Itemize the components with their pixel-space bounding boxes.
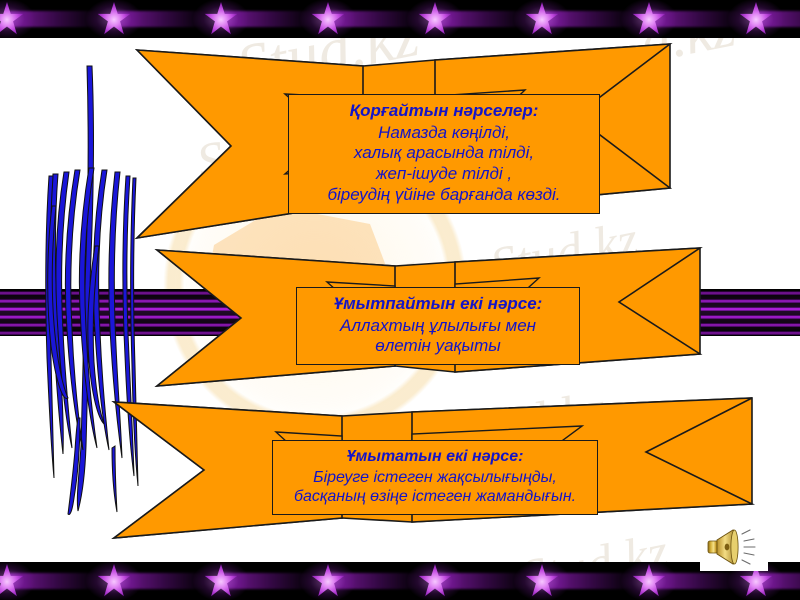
banner-text-block: Ұмытпайтын екі нәрсе: Аллахтың ұлылығы м… [296, 287, 580, 366]
banner-line: өлетін уақыты [375, 336, 501, 356]
banner-text-block: Ұмытатын екі нәрсе: Біреуге істеген жақс… [272, 440, 598, 515]
speaker-icon-container[interactable] [700, 523, 768, 571]
banner-line: халық арасында тілді, [353, 143, 535, 163]
banner-line: біреудің үйіне барғанда көзді. [327, 184, 561, 204]
banner-line: басқаның өзіңе істеген жамандығын. [293, 488, 577, 506]
banner-headline: Ұмытатын екі нәрсе: [346, 448, 524, 465]
speaker-icon[interactable] [706, 527, 762, 567]
banner-line: жеп-ішуде тілді , [375, 164, 513, 184]
blue-scribble-decoration [45, 65, 139, 515]
banner-text-block: Қорғайтын нәрселер: Намазда көңілді, хал… [288, 94, 600, 214]
banner-line: Намазда көңілді, [378, 122, 510, 142]
banner-line: Аллахтың ұлылығы мен [339, 315, 537, 335]
top-star-border [0, 0, 800, 38]
banner-headline: Ұмытпайтын екі нәрсе: [333, 294, 543, 313]
banner-headline: Қорғайтын нәрселер: [349, 101, 539, 120]
banner-line: Біреуге істеген жақсылығыңды, [313, 468, 557, 486]
bottom-star-border [0, 562, 800, 600]
